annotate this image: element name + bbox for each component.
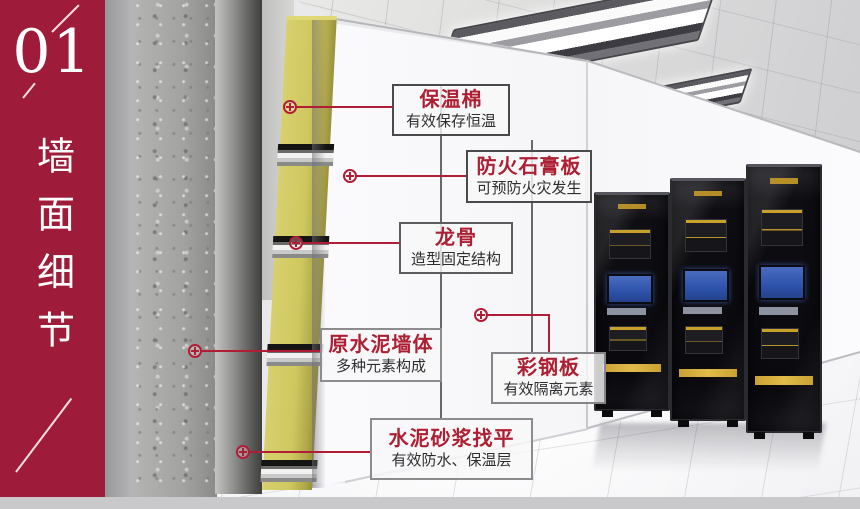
callout-connector [296, 106, 392, 108]
crosshair-marker-icon [474, 308, 488, 322]
callout-subtitle: 有效保存恒温 [405, 113, 496, 131]
raw-concrete-layer [133, 0, 217, 497]
bottom-border-strip [0, 497, 860, 509]
callout-title: 保温棉 [419, 89, 483, 112]
rack-screen [682, 269, 729, 302]
callout-fireproof-gypsum-board: 防火石膏板 可预防火灾发生 [466, 150, 592, 203]
callout-subtitle: 可预防火灾发生 [476, 179, 582, 197]
callout-subtitle: 有效防水、保温层 [391, 452, 512, 470]
callout-subtitle: 有效隔离元素 [503, 381, 594, 399]
section-title: 墙面细节 [30, 136, 75, 368]
section-number: 01 [12, 17, 93, 87]
rack-module [760, 328, 799, 360]
rack-strip [679, 369, 737, 378]
callout-subtitle: 多种元素构成 [335, 358, 426, 376]
rack-strip [682, 307, 723, 315]
callout-title: 原水泥墙体 [328, 334, 434, 357]
rack-module [608, 325, 647, 352]
room-corner-edge [586, 61, 588, 430]
callout-connector [201, 350, 320, 352]
callout-original-cement-wall: 原水泥墙体 多种元素构成 [320, 328, 442, 382]
callout-subtitle: 造型固定结构 [410, 251, 501, 269]
callout-title: 彩钢板 [517, 357, 580, 380]
rack-strip [606, 308, 647, 315]
rack-module [684, 219, 728, 253]
callout-connector [487, 314, 550, 316]
server-rack-row [594, 164, 822, 439]
crosshair-marker-icon [343, 169, 357, 183]
wall-edge-shadow [312, 20, 326, 488]
callout-cement-mortar-leveling: 水泥砂浆找平 有效防水、保温层 [370, 418, 533, 480]
keel-strip [260, 466, 318, 482]
callout-title: 龙骨 [435, 227, 477, 250]
rack-screen [606, 274, 653, 304]
leader-line [531, 140, 533, 352]
server-rack [594, 192, 670, 417]
rack-strip [755, 375, 813, 385]
callout-title: 水泥砂浆找平 [388, 428, 515, 451]
callout-title: 防火石膏板 [476, 155, 582, 178]
rack-strip [603, 364, 661, 372]
crosshair-marker-icon [236, 445, 250, 459]
wall-layer-gap [215, 0, 262, 494]
rack-label [617, 203, 647, 209]
server-rack [746, 164, 822, 439]
crosshair-marker-icon [188, 344, 202, 358]
section-banner: 01 墙面细节 [0, 0, 105, 497]
rack-label [769, 177, 799, 185]
server-rack [670, 178, 746, 427]
callout-connector [249, 451, 370, 453]
rack-label [693, 190, 723, 197]
callout-color-steel-plate: 彩钢板 有效隔离元素 [491, 352, 606, 404]
callout-connector [548, 314, 550, 352]
crosshair-marker-icon [289, 236, 303, 250]
callout-connector [302, 242, 399, 244]
rack-screen [758, 264, 805, 301]
callout-insulation-cotton: 保温棉 有效保存恒温 [392, 84, 510, 136]
decorative-diagonal-line [15, 397, 73, 473]
callout-keel: 龙骨 造型固定结构 [399, 222, 513, 274]
rack-module [608, 229, 652, 260]
rack-strip [758, 306, 799, 315]
rack-module [760, 209, 804, 246]
crosshair-marker-icon [283, 100, 297, 114]
rack-module [684, 326, 723, 355]
callout-connector [356, 175, 466, 177]
